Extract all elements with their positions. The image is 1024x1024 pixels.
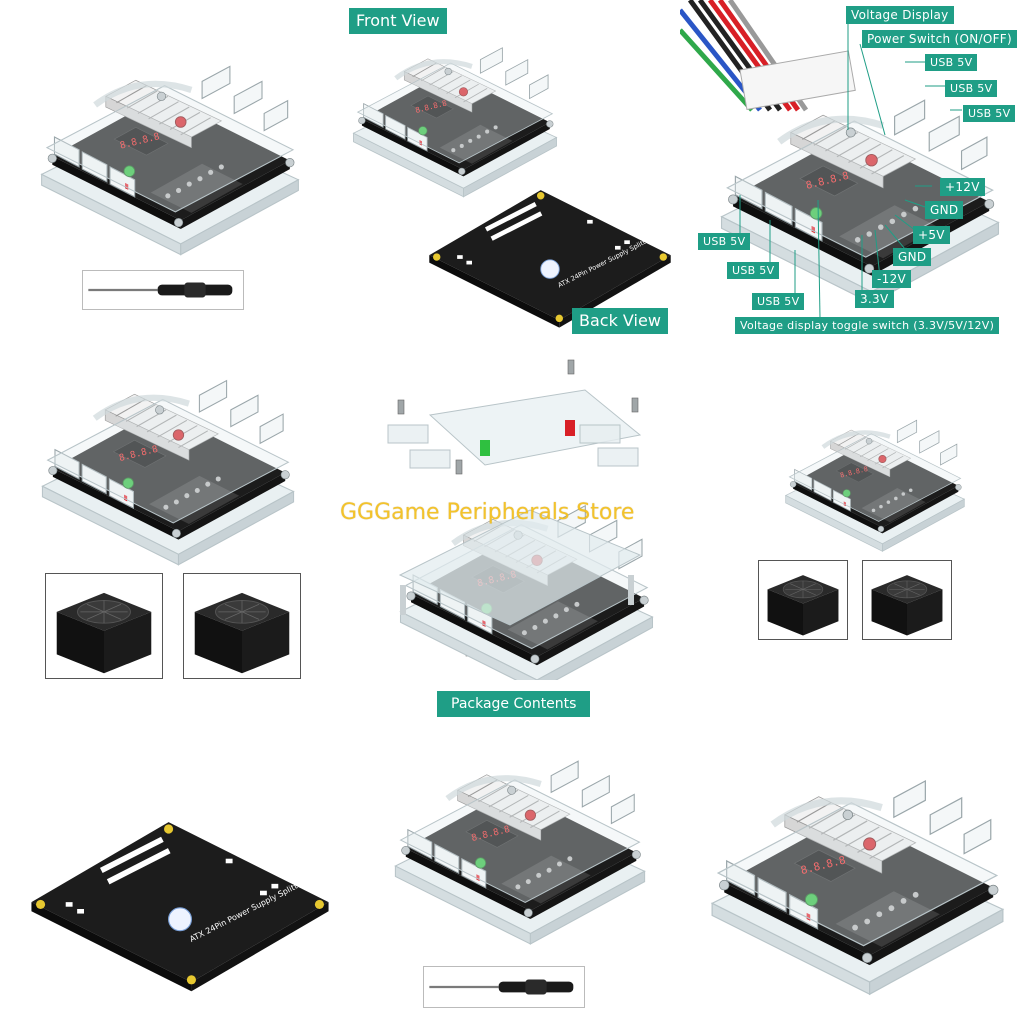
exploded-assembly [387, 359, 670, 680]
product-view-bottom-right [700, 735, 1015, 1005]
callout-usb-left-2: USB 5V [727, 262, 780, 279]
splitter-board-image [28, 345, 308, 570]
screwdriver-box [82, 270, 244, 310]
splitter-board-image [745, 395, 1005, 555]
psu-box-4 [862, 560, 952, 640]
front-view-label: Front View [349, 8, 447, 34]
screwdriver-icon [87, 281, 234, 299]
callout-3-3v: 3.3V [855, 290, 894, 308]
exploded-view-image [370, 350, 670, 680]
callout-usb-right-1: USB 5V [925, 54, 978, 71]
back-view-label: Back View [572, 308, 668, 334]
psu-box-2 [183, 573, 301, 679]
power-supply-icon [767, 574, 839, 636]
callout-gnd-2: GND [893, 248, 932, 266]
splitter-board-image [700, 735, 1015, 1005]
power-supply-icon [56, 592, 152, 674]
callout-toggle-switch: Voltage display toggle switch (3.3V/5V/1… [735, 317, 1000, 334]
splitter-board-image [30, 30, 310, 260]
splitter-board-back [30, 821, 330, 992]
store-watermark: GGGame Peripherals Store [340, 500, 635, 525]
product-view-middle-left [28, 345, 308, 570]
callout-usb-right-3: USB 5V [963, 105, 1016, 122]
callout-voltage-display: Voltage Display [846, 6, 954, 24]
screwdriver-box [423, 966, 585, 1008]
callout-usb-left-3: USB 5V [752, 293, 805, 310]
back-view-image [420, 110, 680, 340]
product-view-bottom-middle [385, 725, 655, 950]
callout-gnd-1: GND [925, 201, 964, 219]
splitter-board-back [428, 189, 672, 329]
screwdriver-icon [428, 978, 575, 996]
back-view-bottom-left [20, 725, 340, 1005]
callout-power-switch: Power Switch (ON/OFF) [862, 30, 1017, 48]
callout-usb-left-1: USB 5V [698, 233, 751, 250]
wire-harness [680, 0, 856, 112]
product-view-top-left [30, 30, 310, 260]
package-contents-label: Package Contents [437, 691, 591, 717]
callout-minus-12v: -12V [872, 270, 912, 288]
callout-plus-12v: +12V [940, 178, 985, 196]
callout-plus-5v: +5V [913, 226, 950, 244]
splitter-board-image [385, 725, 655, 950]
annotated-board-image [680, 0, 1000, 330]
psu-box-1 [45, 573, 163, 679]
product-view-middle-right [745, 395, 1005, 555]
power-supply-icon [194, 592, 290, 674]
power-supply-icon [871, 574, 943, 636]
psu-box-3 [758, 560, 848, 640]
callout-lines [739, 20, 962, 319]
callout-usb-right-2: USB 5V [945, 80, 998, 97]
